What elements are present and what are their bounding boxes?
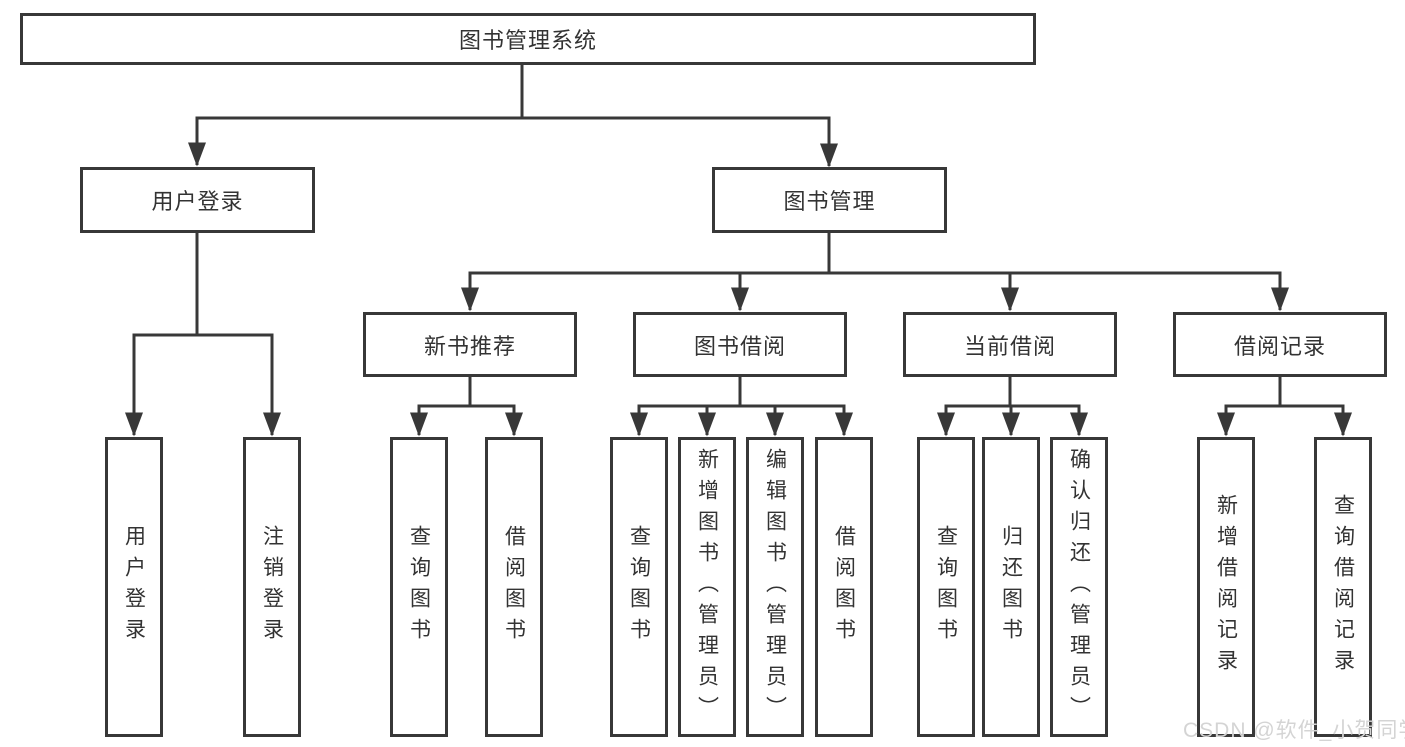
leaf-add-book-admin: 新增图书（管理员） <box>678 437 736 737</box>
leaf-query-books-current-label: 查询图书 <box>934 525 958 649</box>
leaf-user-login: 用户登录 <box>105 437 163 737</box>
leaf-add-borrow-record: 新增借阅记录 <box>1197 437 1255 737</box>
leaf-query-books-current: 查询图书 <box>917 437 975 737</box>
leaf-user-login-label: 用户登录 <box>122 525 146 649</box>
leaf-add-borrow-record-label: 新增借阅记录 <box>1214 494 1238 680</box>
leaf-borrow-books-recommend: 借阅图书 <box>485 437 543 737</box>
leaf-borrow-books-recommend-label: 借阅图书 <box>502 525 526 649</box>
node-book-borrow: 图书借阅 <box>633 312 847 377</box>
leaf-borrow-books-label: 借阅图书 <box>832 525 856 649</box>
node-library-system: 图书管理系统 <box>20 13 1036 65</box>
leaf-logout: 注销登录 <box>243 437 301 737</box>
leaf-confirm-return-admin-label: 确认归还（管理员） <box>1067 447 1091 727</box>
leaf-return-book: 归还图书 <box>982 437 1040 737</box>
leaf-confirm-return-admin: 确认归还（管理员） <box>1050 437 1108 737</box>
leaf-query-books-recommend: 查询图书 <box>390 437 448 737</box>
leaf-edit-book-admin-label: 编辑图书（管理员） <box>763 447 787 727</box>
node-borrow-records: 借阅记录 <box>1173 312 1387 377</box>
watermark: CSDN @软件_小贺同学 <box>1183 719 1405 742</box>
leaf-query-borrow-record: 查询借阅记录 <box>1314 437 1372 737</box>
leaf-edit-book-admin: 编辑图书（管理员） <box>746 437 804 737</box>
leaf-query-books-borrow: 查询图书 <box>610 437 668 737</box>
node-current-borrow: 当前借阅 <box>903 312 1117 377</box>
node-new-book-recommend: 新书推荐 <box>363 312 577 377</box>
leaf-logout-label: 注销登录 <box>260 525 284 649</box>
leaf-query-books-recommend-label: 查询图书 <box>407 525 431 649</box>
leaf-query-books-borrow-label: 查询图书 <box>627 525 651 649</box>
leaf-add-book-admin-label: 新增图书（管理员） <box>695 447 719 727</box>
leaf-borrow-books: 借阅图书 <box>815 437 873 737</box>
leaf-return-book-label: 归还图书 <box>999 525 1023 649</box>
leaf-query-borrow-record-label: 查询借阅记录 <box>1331 494 1355 680</box>
node-book-management: 图书管理 <box>712 167 947 233</box>
node-user-login: 用户登录 <box>80 167 315 233</box>
